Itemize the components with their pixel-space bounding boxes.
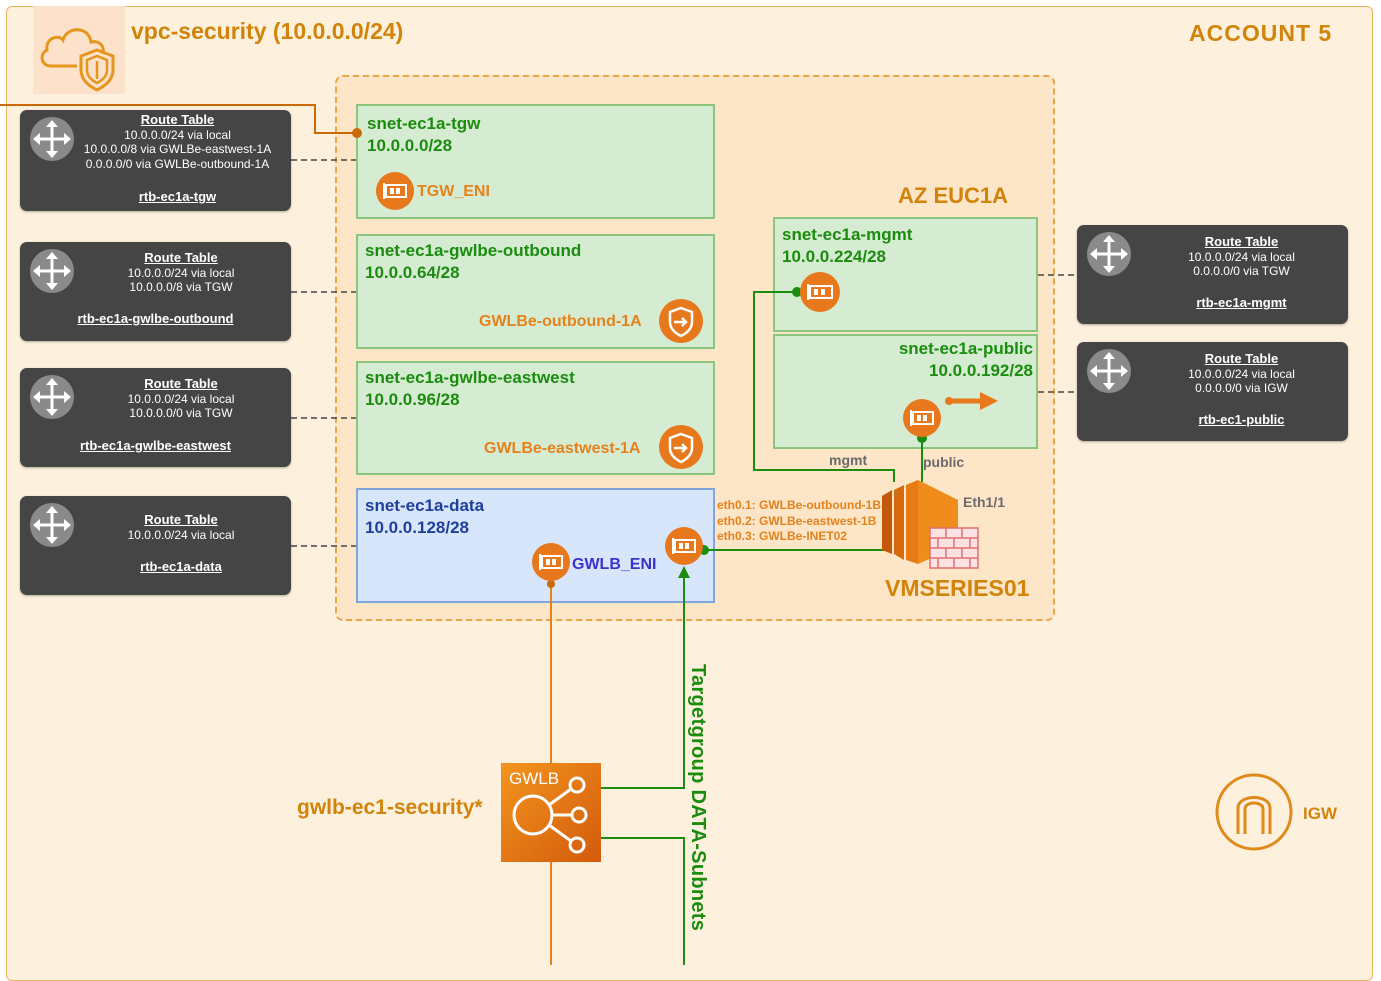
subnet-gwlbe-eastwest[interactable]: snet-ec1a-gwlbe-eastwest 10.0.0.96/28 xyxy=(356,361,715,475)
subnet-data[interactable]: snet-ec1a-data 10.0.0.128/28 xyxy=(356,488,715,603)
route-table-body: Route Table 10.0.0.0/24 via local 0.0.0.… xyxy=(1139,351,1344,396)
internet-gateway-icon[interactable] xyxy=(1214,772,1294,852)
route-table-gwlbe-eastwest[interactable]: Route Table 10.0.0.0/24 via local 10.0.0… xyxy=(20,368,291,467)
router-icon xyxy=(30,117,74,161)
subnet-name: snet-ec1a-data xyxy=(365,496,485,515)
gwlb-box[interactable]: GWLB xyxy=(501,763,601,862)
network-interface-icon[interactable] xyxy=(376,172,414,210)
route-entry: 0.0.0.0/0 via GWLBe-outbound-1A xyxy=(85,156,270,171)
route-entry: 10.0.0.0/24 via local xyxy=(124,127,231,142)
route-table-body: Route Table 10.0.0.0/24 via local 10.0.0… xyxy=(68,112,287,171)
subnet-cidr: 10.0.0.192/28 xyxy=(929,361,1033,380)
network-interface-icon[interactable] xyxy=(665,527,703,565)
route-table-title: Route Table xyxy=(144,250,218,265)
route-table-title: Route Table xyxy=(144,376,218,391)
gwlb-name-label: gwlb-ec1-security* xyxy=(297,796,483,819)
route-entry: 10.0.0.0/0 via TGW xyxy=(129,406,233,421)
route-table-mgmt[interactable]: Route Table 10.0.0.0/24 via local 0.0.0.… xyxy=(1077,225,1348,324)
subnet-cidr: 10.0.0.96/28 xyxy=(365,390,460,409)
route-table-name[interactable]: rtb-ec1-public xyxy=(1198,412,1285,427)
outbound-arrow-icon xyxy=(945,392,998,410)
mgmt-label: mgmt xyxy=(829,452,868,468)
eth11-label: Eth1/1 xyxy=(963,494,1006,510)
vpc-title: vpc-security (10.0.0.0/24) xyxy=(131,18,404,44)
router-icon xyxy=(30,249,74,293)
route-table-tgw[interactable]: Route Table 10.0.0.0/24 via local 10.0.0… xyxy=(20,110,291,211)
route-entry: 10.0.0.0/24 via local xyxy=(127,391,235,406)
route-table-title: Route Table xyxy=(140,112,215,127)
public-label: public xyxy=(923,454,965,470)
az-label: AZ EUC1A xyxy=(898,183,1009,208)
gwlb-eni-label: GWLB_ENI xyxy=(572,556,657,573)
eth-subinterface: eth0.3: GWLBe-INET02 xyxy=(717,529,848,543)
gwlbe-outbound-label: GWLBe-outbound-1A xyxy=(479,313,642,330)
route-table-name[interactable]: rtb-ec1a-data xyxy=(140,559,222,574)
network-interface-icon[interactable] xyxy=(532,543,570,581)
route-table-public[interactable]: Route Table 10.0.0.0/24 via local 0.0.0.… xyxy=(1077,342,1348,441)
load-balancer-icon xyxy=(512,776,588,854)
route-table-name[interactable]: rtb-ec1a-gwlbe-outbound xyxy=(77,311,234,326)
subnet-cidr: 10.0.0.0/28 xyxy=(367,136,453,155)
account-title: ACCOUNT 5 xyxy=(1189,20,1333,46)
route-table-name[interactable]: rtb-ec1a-gwlbe-eastwest xyxy=(80,438,231,453)
route-entry: 10.0.0.0/24 via local xyxy=(1188,249,1295,264)
igw-label: IGW xyxy=(1303,804,1337,823)
subnet-name: snet-ec1a-mgmt xyxy=(782,225,913,244)
route-entry: 0.0.0.0/0 via IGW xyxy=(1195,381,1288,396)
gwlb-endpoint-icon[interactable] xyxy=(658,298,704,344)
route-entry: 0.0.0.0/0 via TGW xyxy=(1193,264,1290,279)
route-table-title: Route Table xyxy=(1204,234,1279,249)
router-icon xyxy=(1087,349,1131,393)
vmseries-label: VMSERIES01 xyxy=(885,575,1030,601)
route-entry: 10.0.0.0/8 via GWLBe-eastwest-1A xyxy=(83,142,272,157)
subnet-cidr: 10.0.0.128/28 xyxy=(365,518,469,537)
subnet-name: snet-ec1a-gwlbe-outbound xyxy=(365,241,582,260)
route-table-name[interactable]: rtb-ec1a-mgmt xyxy=(1196,295,1287,310)
route-entry: 10.0.0.0/24 via local xyxy=(1188,366,1295,381)
route-entry: 10.0.0.0/24 via local xyxy=(127,527,235,542)
eth-subinterface: eth0.1: GWLBe-outbound-1B xyxy=(717,498,881,512)
tgw-eni-label: TGW_ENI xyxy=(417,183,490,200)
ec2-firewall-icon[interactable] xyxy=(880,480,980,572)
route-table-body: Route Table 10.0.0.0/24 via local 10.0.0… xyxy=(75,376,287,421)
vpc-cloud-shield-icon xyxy=(40,28,115,92)
route-table-data[interactable]: Route Table 10.0.0.0/24 via local rtb-ec… xyxy=(20,496,291,595)
subnet-cidr: 10.0.0.224/28 xyxy=(782,247,886,266)
network-interface-icon[interactable] xyxy=(798,271,842,313)
targetgroup-label: Targetgroup DATA-Subnets xyxy=(687,664,709,932)
route-table-body: Route Table 10.0.0.0/24 via local 0.0.0.… xyxy=(1139,234,1344,279)
gwlb-endpoint-icon[interactable] xyxy=(658,424,704,470)
route-entry: 10.0.0.0/8 via TGW xyxy=(129,280,233,295)
route-table-body: Route Table 10.0.0.0/24 via local 10.0.0… xyxy=(75,250,287,295)
route-table-title: Route Table xyxy=(1204,351,1279,366)
route-table-gwlbe-outbound[interactable]: Route Table 10.0.0.0/24 via local 10.0.0… xyxy=(20,242,291,341)
route-table-body: Route Table 10.0.0.0/24 via local xyxy=(75,512,287,542)
subnet-gwlbe-outbound[interactable]: snet-ec1a-gwlbe-outbound 10.0.0.64/28 xyxy=(356,234,715,349)
router-icon xyxy=(1087,232,1131,276)
route-table-name[interactable]: rtb-ec1a-tgw xyxy=(138,189,217,204)
vpc-icon xyxy=(33,6,125,94)
route-entry: 10.0.0.0/24 via local xyxy=(127,265,235,280)
subnet-name: snet-ec1a-tgw xyxy=(367,114,481,133)
network-interface-icon[interactable] xyxy=(902,398,942,438)
router-icon xyxy=(30,503,74,547)
route-table-title: Route Table xyxy=(144,512,218,527)
eth-subinterface: eth0.2: GWLBe-eastwest-1B xyxy=(717,514,877,528)
subnet-public[interactable]: snet-ec1a-public 10.0.0.192/28 xyxy=(773,334,1038,449)
router-icon xyxy=(30,375,74,419)
gwlbe-eastwest-label: GWLBe-eastwest-1A xyxy=(484,440,641,457)
subnet-cidr: 10.0.0.64/28 xyxy=(365,263,460,282)
subnet-name: snet-ec1a-gwlbe-eastwest xyxy=(365,368,575,387)
subnet-tgw[interactable]: snet-ec1a-tgw 10.0.0.0/28 xyxy=(356,104,715,219)
gwlb-box-label: GWLB xyxy=(509,769,560,788)
subnet-name: snet-ec1a-public xyxy=(898,339,1033,358)
